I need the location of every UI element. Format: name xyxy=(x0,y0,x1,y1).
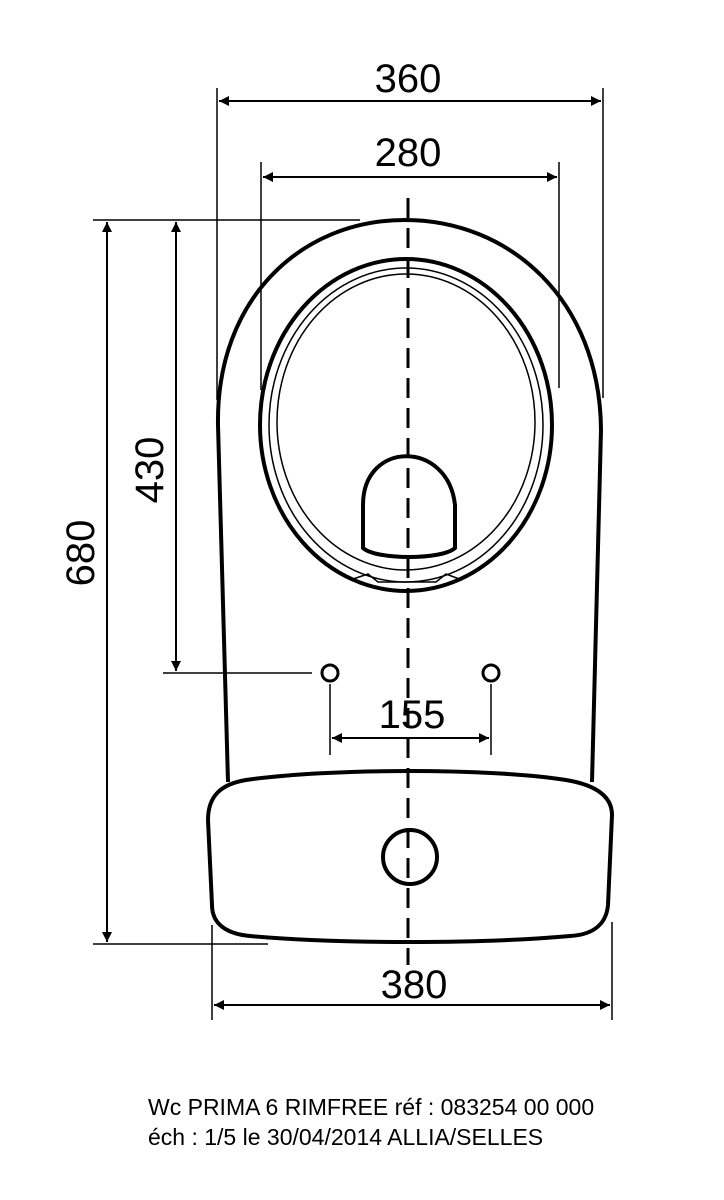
rim-outer-ring xyxy=(258,257,554,593)
trap-opening xyxy=(361,454,457,559)
caption-line-scale: éch : 1/5 le 30/04/2014 ALLIA/SELLES xyxy=(148,1124,544,1150)
flush-button xyxy=(381,828,439,886)
bowl-outer-outline xyxy=(215,217,604,783)
dim-label-380: 380 xyxy=(381,963,448,1007)
drawing-caption: Wc PRIMA 6 RIMFREE réf : 083254 00 000 é… xyxy=(148,1092,594,1152)
fixing-hole-right xyxy=(481,663,501,683)
rim-front-notch xyxy=(349,573,463,583)
rim-inner-ring-1 xyxy=(268,267,544,583)
caption-line-reference: Wc PRIMA 6 RIMFREE réf : 083254 00 000 xyxy=(148,1094,595,1120)
dim-label-280: 280 xyxy=(375,131,442,175)
cistern xyxy=(205,769,615,944)
dimension-lines xyxy=(102,96,610,1010)
dim-label-680: 680 xyxy=(59,520,103,587)
dim-label-155: 155 xyxy=(379,693,446,737)
toilet-body xyxy=(215,217,604,783)
dim-label-360: 360 xyxy=(375,57,442,101)
rim-inner-ring-2 xyxy=(276,273,536,571)
bowl-rim xyxy=(258,257,554,593)
cistern-outline xyxy=(205,769,615,944)
extension-lines xyxy=(93,88,613,1020)
fixing-hole-left xyxy=(320,663,340,683)
dim-label-430: 430 xyxy=(128,437,172,504)
